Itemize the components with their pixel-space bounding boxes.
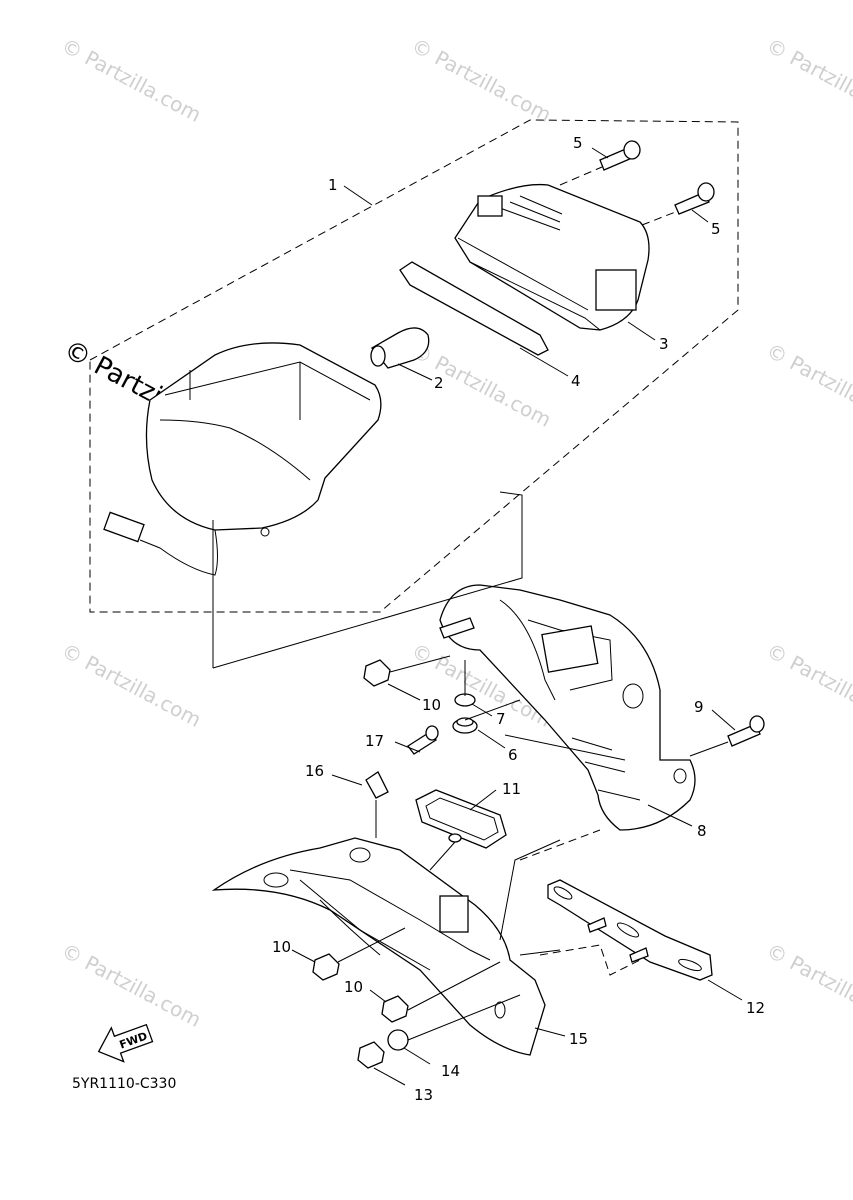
callout-12: 12 <box>746 999 765 1017</box>
watermark: © Partzilla.com <box>763 638 853 732</box>
callout-8: 8 <box>697 822 707 840</box>
bulb <box>370 327 430 369</box>
screw-17 <box>407 725 439 755</box>
watermark: © Partzilla.com <box>408 33 556 127</box>
watermark-group: © Partzilla.com © Partzilla.com © Partzi… <box>58 33 853 1032</box>
lens <box>454 183 650 331</box>
bolt-9 <box>727 715 765 747</box>
callout-13: 13 <box>414 1086 433 1104</box>
watermark: © Partzilla.com <box>763 938 853 1032</box>
assembly-boundary <box>89 119 739 613</box>
collar-14 <box>387 1029 409 1051</box>
tail-light-housing <box>103 342 382 576</box>
callout-9: 9 <box>694 698 704 716</box>
assembly-dashed-lines <box>519 166 679 976</box>
callout-10a: 10 <box>422 696 441 714</box>
leader-lines <box>291 147 743 1086</box>
nut-10a <box>363 659 391 687</box>
watermark: © Partzilla.com <box>58 938 206 1032</box>
callout-10c: 10 <box>344 978 363 996</box>
rear-fender <box>211 837 546 1056</box>
callout-2: 2 <box>434 374 444 392</box>
clip-16 <box>365 771 389 799</box>
watermark: © Partzilla.com <box>58 638 206 732</box>
watermark: © Partzilla.com <box>763 33 853 127</box>
callout-7: 7 <box>496 710 506 728</box>
diagram-code: 5YR1110-C330 <box>72 1076 176 1092</box>
grommet-6 <box>452 717 478 734</box>
assembly-lines <box>212 491 729 1041</box>
callout-4: 4 <box>571 372 581 390</box>
callout-17: 17 <box>365 732 384 750</box>
callouts: 1 5 5 3 4 2 10 7 6 9 8 17 16 11 12 10 10… <box>272 134 765 1104</box>
callout-3: 3 <box>659 335 669 353</box>
bracket <box>439 584 696 831</box>
screw-5a <box>599 140 641 171</box>
callout-5b: 5 <box>711 220 721 238</box>
fwd-arrow-icon: FWD <box>97 1023 154 1063</box>
callout-5a: 5 <box>573 134 583 152</box>
callout-1: 1 <box>328 176 338 194</box>
screw-5b <box>674 182 715 215</box>
callout-11: 11 <box>502 780 521 798</box>
nut-13 <box>357 1041 385 1069</box>
callout-14: 14 <box>441 1062 460 1080</box>
watermark: © Partzilla.com <box>763 338 853 432</box>
callout-10b: 10 <box>272 938 291 956</box>
license-light <box>415 789 507 849</box>
watermark: © Partzilla.com <box>58 33 206 127</box>
nut-10c <box>381 995 409 1023</box>
plate-bracket <box>547 879 713 981</box>
callout-16: 16 <box>305 762 324 780</box>
nut-10b <box>312 953 340 981</box>
callout-15: 15 <box>569 1030 588 1048</box>
callout-6: 6 <box>508 746 518 764</box>
gasket <box>399 261 549 356</box>
